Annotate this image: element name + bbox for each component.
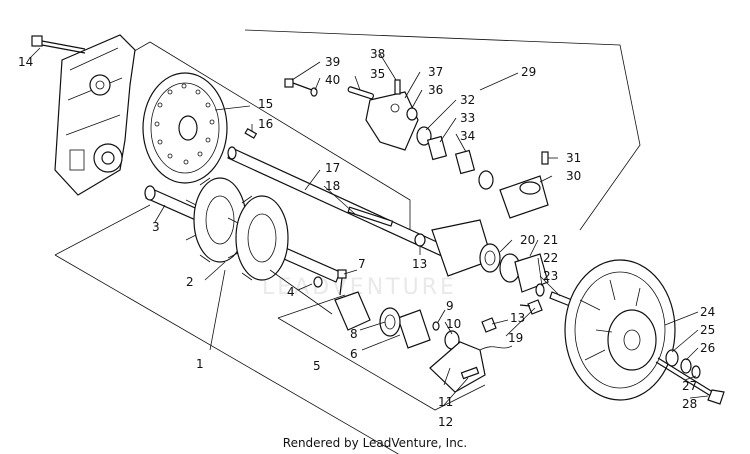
- callout-numbers: 14 3 2 1 4 5 7 8 6 9 10 11 12 13 13 19 1…: [18, 47, 715, 429]
- sleeve-13[interactable]: [414, 233, 426, 247]
- bolt-19[interactable]: [519, 299, 543, 315]
- callout-7: 7: [358, 257, 366, 271]
- chaincase-housing[interactable]: [54, 34, 136, 196]
- speed-sensor-11[interactable]: [429, 341, 513, 393]
- callout-39: 39: [325, 55, 340, 69]
- callout-11: 11: [438, 395, 453, 409]
- bolt-7[interactable]: [337, 269, 347, 296]
- bolt-39[interactable]: [284, 78, 313, 91]
- callout-27: 27: [682, 379, 697, 393]
- callout-16: 16: [258, 117, 273, 131]
- bolt-14[interactable]: [31, 35, 86, 54]
- washer-22[interactable]: [535, 283, 545, 297]
- brake-pad-33[interactable]: [426, 135, 448, 161]
- callout-25: 25: [700, 323, 715, 337]
- caliper-housing-37[interactable]: [365, 91, 419, 151]
- callout-1: 1: [196, 357, 204, 371]
- callout-13-upper: 13: [412, 257, 427, 271]
- callout-5: 5: [313, 359, 321, 373]
- bearing-flange-6[interactable]: [334, 291, 431, 349]
- callout-35: 35: [370, 67, 385, 81]
- callout-37: 37: [428, 65, 443, 79]
- key-16[interactable]: [244, 127, 258, 139]
- callout-8: 8: [350, 327, 358, 341]
- flange-21[interactable]: [514, 253, 549, 293]
- callout-15: 15: [258, 97, 273, 111]
- callout-21: 21: [543, 233, 558, 247]
- washer-4[interactable]: [313, 276, 323, 288]
- callout-28: 28: [682, 397, 697, 411]
- ring-9[interactable]: [432, 321, 440, 331]
- bolt-28[interactable]: [655, 357, 725, 405]
- callout-26: 26: [700, 341, 715, 355]
- group-5-outline-top: [277, 294, 346, 319]
- leader-14: [29, 47, 41, 59]
- washer-40[interactable]: [310, 87, 318, 97]
- callout-4: 4: [287, 285, 295, 299]
- callout-29: 29: [521, 65, 536, 79]
- washer-26[interactable]: [680, 358, 692, 374]
- piston-36[interactable]: [406, 107, 418, 121]
- driven-clutch-24[interactable]: [564, 259, 676, 401]
- callout-18: 18: [325, 179, 340, 193]
- callout-36: 36: [428, 83, 443, 97]
- bleed-screw-31[interactable]: [541, 151, 549, 165]
- pin-35[interactable]: [347, 86, 375, 100]
- key-18[interactable]: [347, 206, 394, 227]
- callout-38: 38: [370, 47, 385, 61]
- callout-2: 2: [186, 275, 194, 289]
- bearing-housing-plate[interactable]: [431, 219, 501, 277]
- callout-20: 20: [520, 233, 535, 247]
- drive-sprocket-2[interactable]: [185, 177, 289, 281]
- callout-33: 33: [460, 111, 475, 125]
- group-1-outline: [54, 254, 400, 454]
- callout-9: 9: [446, 299, 454, 313]
- leader-4: [297, 283, 313, 291]
- washer-27[interactable]: [691, 365, 701, 379]
- callout-17: 17: [325, 161, 340, 175]
- bleeder-38[interactable]: [394, 79, 401, 95]
- callout-6: 6: [350, 347, 358, 361]
- brake-disc-15[interactable]: [142, 72, 228, 184]
- callout-14: 14: [18, 55, 33, 69]
- callout-22: 22: [543, 251, 558, 265]
- callout-30: 30: [566, 169, 581, 183]
- callout-19: 19: [508, 331, 523, 345]
- group-1-outline-top: [54, 204, 151, 256]
- brake-pad-34[interactable]: [454, 149, 476, 175]
- callout-31: 31: [566, 151, 581, 165]
- piston-seal[interactable]: [478, 170, 494, 190]
- credit-line: Rendered by LeadVenture, Inc.: [282, 436, 468, 450]
- bolt-13-lower[interactable]: [481, 317, 497, 333]
- leader-lines: [154, 53, 709, 406]
- callout-10: 10: [446, 317, 461, 331]
- group-29-outline: [244, 29, 641, 231]
- bearing-8[interactable]: [379, 307, 401, 337]
- callout-40: 40: [325, 73, 340, 87]
- group-5-outline: [277, 317, 486, 411]
- callout-24: 24: [700, 305, 715, 319]
- callout-13-lower: 13: [510, 311, 525, 325]
- callout-32: 32: [460, 93, 475, 107]
- callout-34: 34: [460, 129, 475, 143]
- group-main-outline: [149, 41, 411, 230]
- callout-12: 12: [438, 415, 453, 429]
- callout-3: 3: [152, 220, 160, 234]
- callout-23: 23: [543, 269, 558, 283]
- caliper-body-30[interactable]: [499, 175, 549, 219]
